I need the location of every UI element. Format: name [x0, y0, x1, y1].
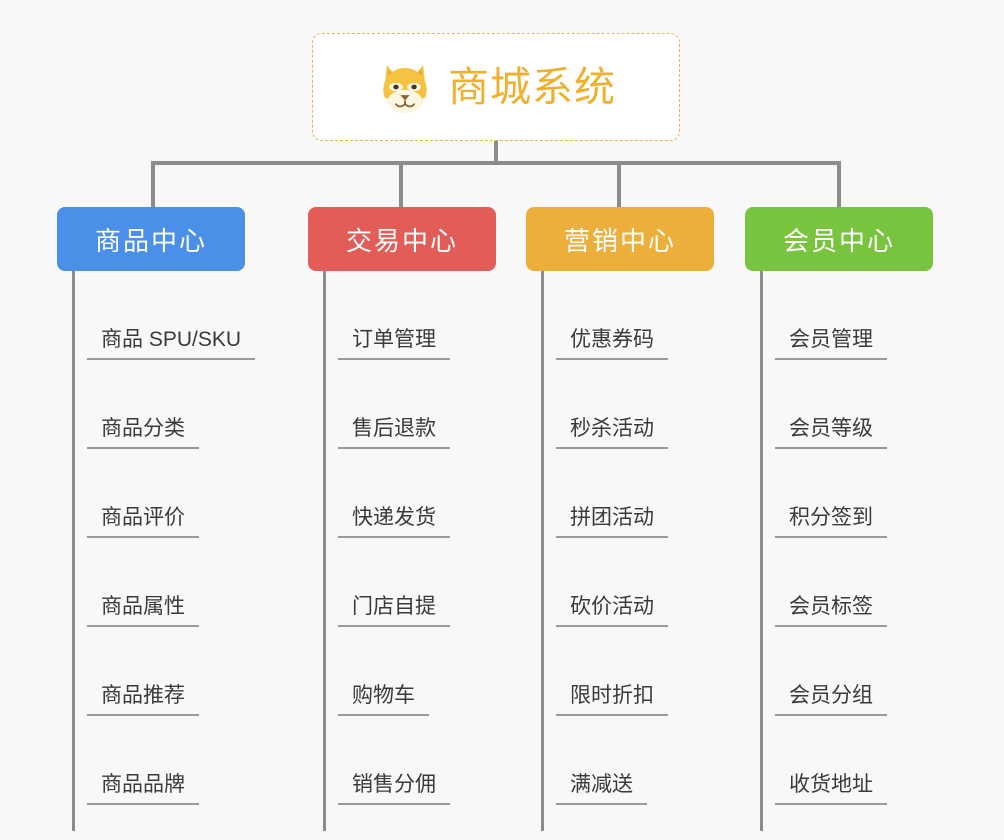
category-header-2[interactable]: 交易中心 [308, 207, 496, 271]
leaf-item[interactable]: 售后退款 [338, 360, 496, 449]
category-header-3[interactable]: 营销中心 [526, 207, 714, 271]
leaf-item-label: 收货地址 [775, 772, 887, 805]
leaf-item-label: 限时折扣 [556, 683, 668, 716]
leaf-item[interactable]: 满减送 [556, 716, 714, 805]
leaf-item[interactable]: 销售分佣 [338, 716, 496, 805]
leaf-item-label: 购物车 [338, 683, 429, 716]
category-header-4-label: 会员中心 [782, 225, 895, 256]
leaf-item[interactable]: 商品属性 [87, 538, 255, 627]
leaf-item[interactable]: 商品品牌 [87, 716, 255, 805]
connector-horizontal-bus [151, 161, 841, 165]
leaf-item[interactable]: 商品推荐 [87, 627, 255, 716]
leaf-item-label: 砍价活动 [556, 594, 668, 627]
leaf-item-label: 门店自提 [338, 594, 450, 627]
leaf-item[interactable]: 会员等级 [775, 360, 933, 449]
connector-root-stem [494, 141, 498, 165]
connector-spine-3 [541, 271, 544, 831]
leaf-item-label: 会员标签 [775, 594, 887, 627]
leaf-item[interactable]: 秒杀活动 [556, 360, 714, 449]
leaf-item-label: 优惠券码 [556, 327, 668, 360]
root-title: 商城系统 [448, 63, 616, 110]
root-node-shop-system[interactable]: 商城系统 [312, 33, 680, 141]
leaf-item-label: 售后退款 [338, 416, 450, 449]
leaf-item[interactable]: 会员标签 [775, 538, 933, 627]
leaf-item[interactable]: 收货地址 [775, 716, 933, 805]
connector-drop-1 [151, 161, 155, 207]
leaf-item-label: 会员管理 [775, 327, 887, 360]
leaf-item-label: 商品品牌 [87, 772, 199, 805]
connector-drop-3 [617, 161, 621, 207]
leaf-item-label: 满减送 [556, 772, 647, 805]
leaf-item[interactable]: 砍价活动 [556, 538, 714, 627]
leaf-item[interactable]: 积分签到 [775, 449, 933, 538]
leaf-item-label: 销售分佣 [338, 772, 450, 805]
leaf-list-1: 商品 SPU/SKU 商品分类 商品评价 商品属性 商品推荐 商品品牌 [57, 271, 256, 805]
category-header-2-label: 交易中心 [345, 225, 458, 256]
leaf-item-label: 订单管理 [338, 327, 450, 360]
leaf-list-2: 订单管理 售后退款 快递发货 门店自提 购物车 销售分佣 [308, 271, 496, 805]
category-header-1[interactable]: 商品中心 [57, 207, 245, 271]
leaf-item[interactable]: 门店自提 [338, 538, 496, 627]
leaf-item[interactable]: 优惠券码 [556, 271, 714, 360]
shiba-dog-face-icon [376, 58, 434, 116]
leaf-item[interactable]: 商品 SPU/SKU [87, 271, 256, 360]
category-header-4[interactable]: 会员中心 [745, 207, 933, 271]
connector-spine-2 [323, 271, 326, 831]
category-header-1-label: 商品中心 [94, 225, 207, 256]
leaf-item[interactable]: 商品分类 [87, 360, 255, 449]
leaf-item-label: 快递发货 [338, 505, 450, 538]
leaf-item-label: 秒杀活动 [556, 416, 668, 449]
leaf-list-4: 会员管理 会员等级 积分签到 会员标签 会员分组 收货地址 [745, 271, 933, 805]
leaf-item[interactable]: 订单管理 [338, 271, 496, 360]
leaf-item[interactable]: 快递发货 [338, 449, 496, 538]
leaf-item-label: 会员分组 [775, 683, 887, 716]
leaf-item[interactable]: 会员分组 [775, 627, 933, 716]
leaf-item-label: 会员等级 [775, 416, 887, 449]
branch-column-1: 商品中心 商品 SPU/SKU 商品分类 商品评价 商品属性 商品推荐 商品品牌 [57, 207, 256, 831]
leaf-item[interactable]: 限时折扣 [556, 627, 714, 716]
leaf-item-label: 积分签到 [775, 505, 887, 538]
category-header-3-label: 营销中心 [563, 225, 676, 256]
branch-column-4: 会员中心 会员管理 会员等级 积分签到 会员标签 会员分组 收货地址 [745, 207, 933, 831]
leaf-item[interactable]: 购物车 [338, 627, 496, 716]
leaf-item-label: 商品分类 [87, 416, 199, 449]
leaf-item-label: 商品评价 [87, 505, 199, 538]
branch-column-3: 营销中心 优惠券码 秒杀活动 拼团活动 砍价活动 限时折扣 满减送 [526, 207, 714, 831]
connector-spine-4 [760, 271, 763, 831]
leaf-item-label: 商品 SPU/SKU [87, 327, 256, 360]
leaf-item-label: 拼团活动 [556, 505, 668, 538]
connector-drop-2 [399, 161, 403, 207]
leaf-item[interactable]: 会员管理 [775, 271, 933, 360]
leaf-item-label: 商品推荐 [87, 683, 199, 716]
connector-drop-4 [837, 161, 841, 207]
connector-spine-1 [72, 271, 75, 831]
leaf-item[interactable]: 商品评价 [87, 449, 255, 538]
leaf-item-label: 商品属性 [87, 594, 199, 627]
leaf-item[interactable]: 拼团活动 [556, 449, 714, 538]
leaf-list-3: 优惠券码 秒杀活动 拼团活动 砍价活动 限时折扣 满减送 [526, 271, 714, 805]
branch-column-2: 交易中心 订单管理 售后退款 快递发货 门店自提 购物车 销售分佣 [308, 207, 496, 831]
